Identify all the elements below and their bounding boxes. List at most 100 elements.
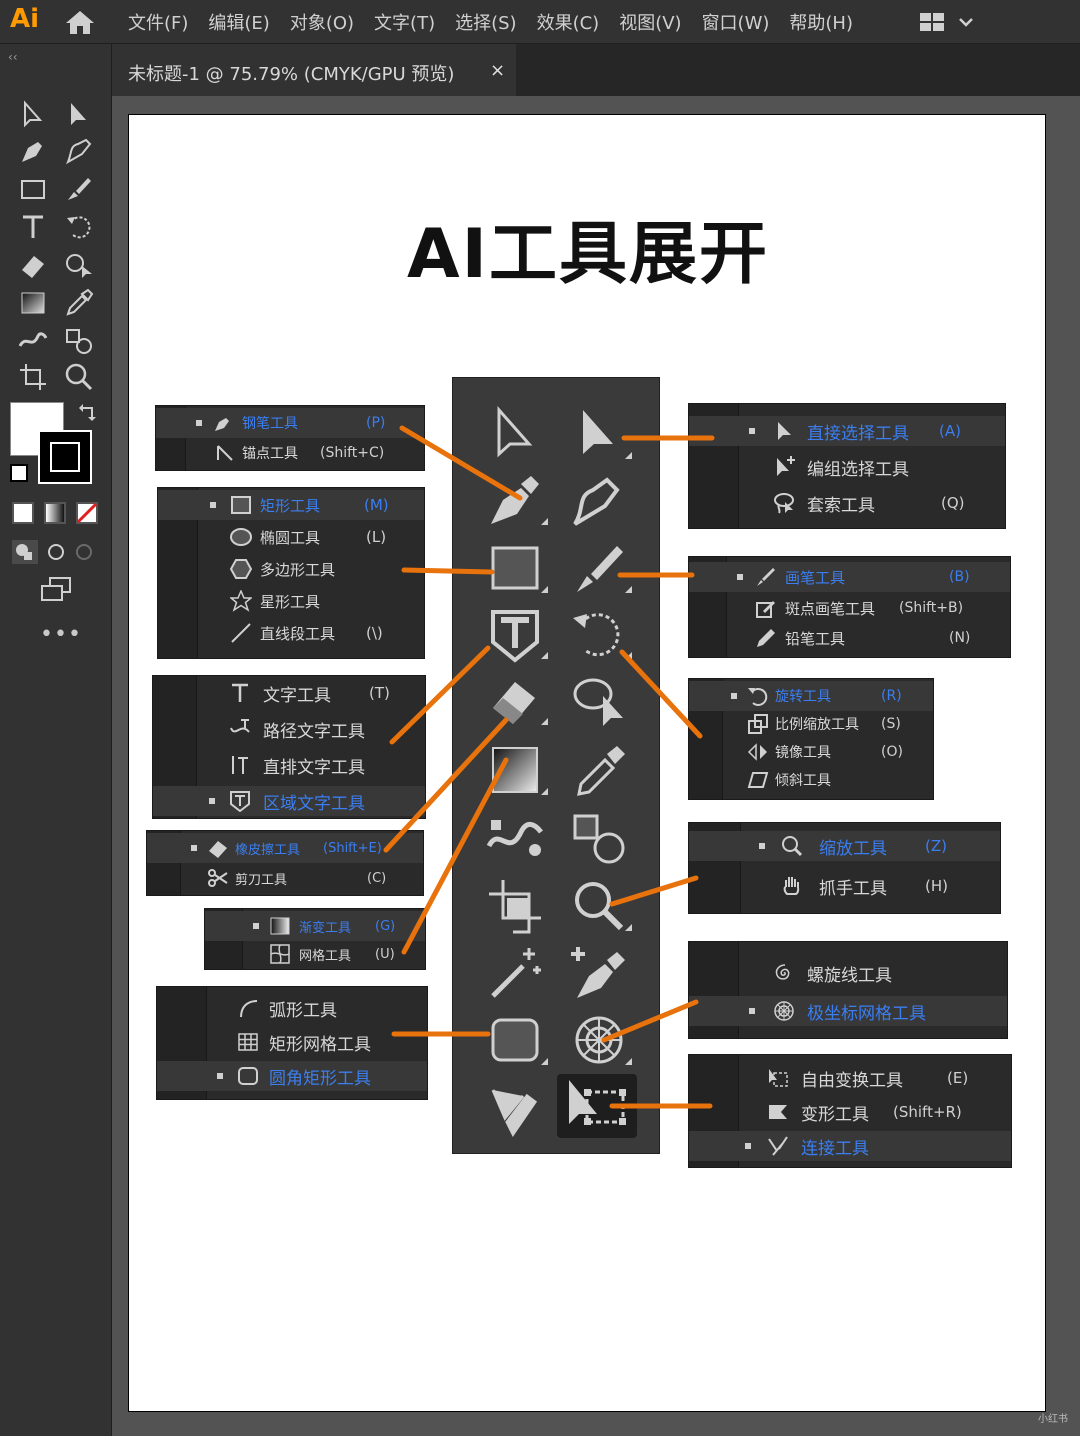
pen-tool-icon[interactable]: [16, 134, 50, 168]
paintbrush-tool-icon[interactable]: [62, 172, 96, 206]
workspace-switcher-icon[interactable]: [914, 10, 976, 34]
flyout-item-group-selection[interactable]: 编组选择工具: [689, 452, 1005, 482]
width-tool-icon[interactable]: [483, 1078, 547, 1142]
flyout-item-gradient[interactable]: 渐变工具 (G): [205, 911, 425, 941]
shape-builder-tool-icon[interactable]: [567, 668, 631, 732]
gradient-tool-icon[interactable]: [483, 738, 547, 802]
item-name: 区域文字工具: [263, 793, 365, 814]
shape-builder-tool-icon[interactable]: [62, 248, 96, 282]
rectangle-tool-icon[interactable]: [16, 172, 50, 206]
default-colors-icon[interactable]: [10, 464, 28, 482]
zoom-tool-icon[interactable]: [567, 874, 631, 938]
none-mode-icon[interactable]: [76, 502, 98, 524]
menu-effect[interactable]: 效果(C): [536, 13, 600, 34]
menu-file[interactable]: 文件(F): [128, 13, 189, 34]
flyout-indicator: [625, 586, 632, 593]
flyout-item-join[interactable]: 连接工具: [689, 1131, 1011, 1161]
direct-selection-tool-icon[interactable]: [62, 98, 96, 132]
blend-tool-icon[interactable]: [16, 324, 50, 358]
menu-select[interactable]: 选择(S): [455, 13, 517, 34]
close-tab-icon[interactable]: ×: [490, 60, 506, 81]
flyout-item-pencil[interactable]: 铅笔工具 (N): [689, 623, 1010, 653]
flyout-item-rectangle[interactable]: 矩形工具 (M): [158, 490, 424, 520]
eyedropper-tool-icon[interactable]: [62, 286, 96, 320]
direct-selection-tool-icon[interactable]: [567, 402, 631, 466]
rounded-rectangle-tool-icon[interactable]: [483, 1008, 547, 1072]
type-tool-icon[interactable]: [483, 602, 547, 666]
zoom-tool-icon[interactable]: [62, 360, 96, 394]
blend-tool-icon[interactable]: [483, 806, 547, 870]
flyout-item-rounded-rectangle[interactable]: 圆角矩形工具: [157, 1061, 427, 1091]
rectangle-tool-icon[interactable]: [483, 536, 547, 600]
more-tools-icon[interactable]: •••: [40, 622, 82, 647]
paintbrush-tool-icon[interactable]: [567, 536, 631, 600]
flyout-item-direct-selection[interactable]: 直接选择工具 (A): [689, 416, 1005, 446]
selection-tool-icon[interactable]: [483, 402, 547, 466]
flyout-item-rotate[interactable]: 旋转工具 (R): [689, 681, 933, 711]
flyout-item-star[interactable]: 星形工具: [158, 586, 424, 616]
flyout-item-ellipse[interactable]: 椭圆工具 (L): [158, 522, 424, 552]
flyout-item-free-transform[interactable]: 自由变换工具 (E): [689, 1063, 1011, 1093]
flyout-item-vertical-type[interactable]: 直排文字工具: [153, 750, 425, 780]
flyout-item-zoom[interactable]: 缩放工具 (Z): [689, 831, 1000, 861]
draw-mode-icons[interactable]: [12, 540, 98, 564]
flyout-item-line-segment[interactable]: 直线段工具 (\): [158, 618, 424, 648]
flyout-item-puppet-warp[interactable]: 变形工具 (Shift+R): [689, 1097, 1011, 1127]
active-marker: [731, 693, 737, 699]
flyout-item-arc[interactable]: 弧形工具: [157, 993, 427, 1023]
menu-edit[interactable]: 编辑(E): [208, 13, 270, 34]
menu-help[interactable]: 帮助(H): [789, 13, 853, 34]
rotate-tool-icon[interactable]: [62, 210, 96, 244]
flyout-item-polygon[interactable]: 多边形工具: [158, 554, 424, 584]
add-anchor-point-tool-icon[interactable]: [567, 940, 631, 1004]
artboard-tool-icon[interactable]: [16, 360, 50, 394]
flyout-item-spiral[interactable]: 螺旋线工具: [689, 958, 1007, 988]
flyout-item-shear[interactable]: 倾斜工具: [689, 765, 933, 795]
eraser-tool-icon[interactable]: [16, 248, 50, 282]
flyout-item-mesh[interactable]: 网格工具 (U): [205, 939, 425, 969]
stroke-color-swatch[interactable]: [38, 430, 92, 484]
live-paint-tool-icon[interactable]: [62, 324, 96, 358]
swap-colors-icon[interactable]: [78, 402, 98, 422]
flyout-item-anchor-point[interactable]: 锚点工具 (Shift+C): [156, 438, 424, 468]
flyout-item-scissors[interactable]: 剪刀工具 (C): [147, 863, 423, 893]
flyout-item-area-type[interactable]: 区域文字工具: [153, 786, 425, 816]
polar-grid-tool-icon[interactable]: [567, 1008, 631, 1072]
menu-type[interactable]: 文字(T): [374, 13, 436, 34]
curvature-tool-icon[interactable]: [567, 468, 631, 532]
eraser-tool-icon[interactable]: [483, 668, 547, 732]
item-name: 连接工具: [801, 1138, 869, 1159]
color-mode-icon[interactable]: [12, 502, 34, 524]
flyout-item-type[interactable]: 文字工具 (T): [153, 678, 425, 708]
artboard-tool-icon[interactable]: [483, 874, 547, 938]
collapse-panel-icon[interactable]: ‹‹: [8, 50, 18, 64]
flyout-item-paintbrush[interactable]: 画笔工具 (B): [689, 562, 1010, 592]
selection-tool-icon[interactable]: [16, 98, 50, 132]
flyout-item-blob-brush[interactable]: 斑点画笔工具 (Shift+B): [689, 593, 1010, 623]
flyout-item-eraser[interactable]: 橡皮擦工具 (Shift+E): [147, 833, 423, 863]
flyout-item-hand[interactable]: 抓手工具 (H): [689, 871, 1000, 901]
magic-wand-tool-icon[interactable]: [483, 940, 547, 1004]
flyout-item-rectangular-grid[interactable]: 矩形网格工具: [157, 1027, 427, 1057]
curvature-tool-icon[interactable]: [62, 134, 96, 168]
flyout-item-polar-grid[interactable]: 极坐标网格工具: [689, 996, 1007, 1026]
menu-window[interactable]: 窗口(W): [701, 13, 770, 34]
home-icon[interactable]: [64, 8, 96, 36]
rotate-tool-icon[interactable]: [567, 602, 631, 666]
flyout-item-reflect[interactable]: 镜像工具 (O): [689, 737, 933, 767]
pen-tool-icon[interactable]: [483, 468, 547, 532]
free-transform-tool-icon[interactable]: [557, 1074, 637, 1138]
flyout-item-lasso[interactable]: 套索工具 (Q): [689, 488, 1005, 518]
type-tool-icon[interactable]: [16, 210, 50, 244]
menu-view[interactable]: 视图(V): [619, 13, 682, 34]
live-paint-tool-icon[interactable]: [567, 806, 631, 870]
flyout-item-scale[interactable]: 比例缩放工具 (S): [689, 709, 933, 739]
gradient-tool-icon[interactable]: [16, 286, 50, 320]
flyout-item-pen[interactable]: 钢笔工具 (P): [156, 408, 424, 438]
screen-mode-icon[interactable]: [38, 576, 74, 602]
menu-object[interactable]: 对象(O): [289, 13, 355, 34]
document-tab[interactable]: 未标题-1 @ 75.79% (CMYK/GPU 预览) ×: [112, 44, 516, 96]
gradient-mode-icon[interactable]: [44, 502, 66, 524]
eyedropper-tool-icon[interactable]: [567, 738, 631, 802]
flyout-item-type-on-path[interactable]: 路径文字工具: [153, 714, 425, 744]
